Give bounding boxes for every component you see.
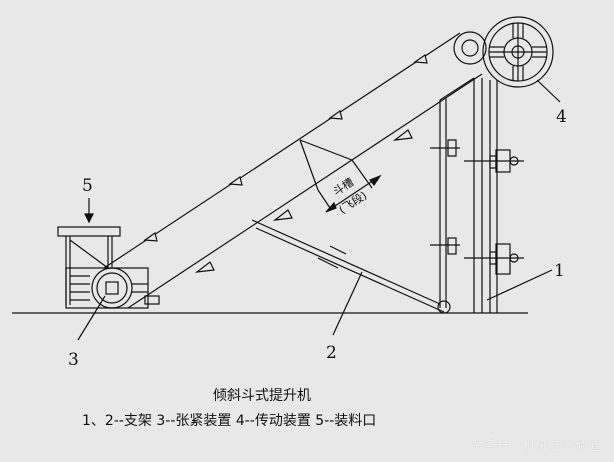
loading-hopper xyxy=(57,198,149,309)
tensioning-pulley xyxy=(91,267,160,309)
watermark: 头条号 / 机械前沿频道 xyxy=(470,439,600,454)
vertical-support-frame xyxy=(430,77,524,313)
diagonal-brace xyxy=(251,219,451,314)
conveyor-belt xyxy=(103,32,483,309)
label-3: 3 xyxy=(68,350,79,370)
buckets-upper xyxy=(143,54,428,242)
leader-1 xyxy=(486,269,553,301)
figure-title: 倾斜斗式提升机 xyxy=(213,388,311,404)
label-4: 4 xyxy=(556,107,567,127)
label-1: 1 xyxy=(554,261,565,281)
leader-3 xyxy=(77,295,106,341)
label-2: 2 xyxy=(326,343,337,363)
leader-2 xyxy=(332,271,363,336)
leader-4 xyxy=(536,79,561,103)
drive-unit xyxy=(453,16,554,88)
buckets-lower xyxy=(194,129,413,273)
figure-legend: 1、2--支架 3--张紧装置 4--传动装置 5--装料口 xyxy=(82,413,377,429)
bucket-pitch-annotation xyxy=(299,139,382,213)
label-5: 5 xyxy=(82,176,93,196)
